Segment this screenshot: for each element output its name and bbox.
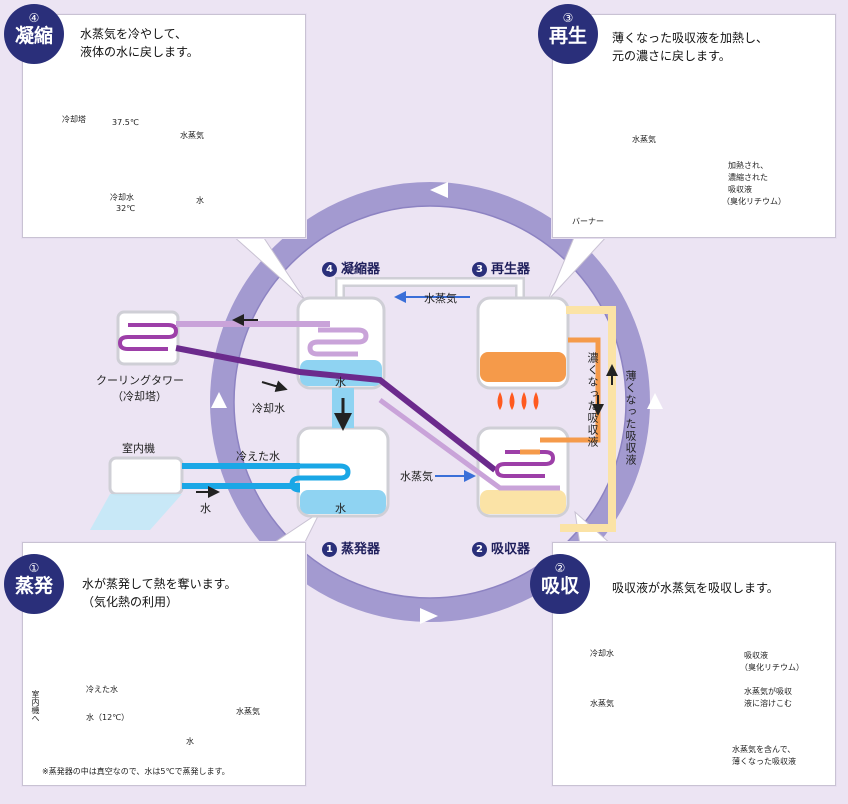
label-to-indoor: 室内機へ: [31, 690, 40, 722]
ring-arrow-right: [647, 393, 663, 409]
label-absorb1: 水蒸気が吸収: [744, 687, 792, 696]
regen-line1: 薄くなった吸収液を加熱し、: [612, 31, 769, 45]
label-weak-liquid: 薄くなった吸収液: [624, 370, 637, 466]
label-evap-water: 水: [186, 737, 194, 746]
label-strong-liquid: 濃くなった吸収液: [586, 352, 599, 448]
label-steam-top: 水蒸気: [424, 292, 457, 305]
label-evap-note: ※蒸発器の中は真空なので、水は5℃で蒸発します。: [42, 767, 230, 776]
absorb-line1: 吸収液が水蒸気を吸収します。: [612, 581, 779, 595]
label-evap-steam: 水蒸気: [236, 707, 260, 716]
label-liquid2: （臭化リチウム）: [740, 663, 804, 672]
label-heated3: 吸収液: [728, 185, 752, 194]
ring-arrow-top: [430, 182, 448, 198]
regen-line2: 元の濃さに戻します。: [612, 49, 731, 63]
label-tower-sub: （冷却塔）: [112, 390, 167, 403]
label-cool-water-center: 冷却水: [252, 402, 285, 415]
callout-regen: [552, 14, 836, 238]
label-heated4: （臭化リチウム）: [722, 197, 786, 206]
label-temp-bottom: 32℃: [116, 204, 136, 213]
label-regen-steam: 水蒸気: [632, 135, 656, 144]
label-steam-mid: 水蒸気: [400, 470, 433, 483]
label-dilute1: 水蒸気を含んで、: [732, 745, 796, 754]
condense-line2: 液体の水に戻します。: [80, 45, 199, 59]
label-absorb-steam: 水蒸気: [590, 699, 614, 708]
label-tower: 冷却塔: [62, 115, 86, 124]
label-water-evap: 水: [335, 502, 346, 515]
label-water: 水: [196, 196, 204, 205]
label-cooled: 冷えた水: [86, 685, 118, 694]
label-absorb-cool: 冷却水: [590, 649, 614, 658]
ring-arrow-left: [211, 392, 227, 408]
evap-line1: 水が蒸発して熱を奪います。: [82, 577, 237, 591]
label-temp-top: 37.5℃: [112, 118, 139, 127]
label-heated1: 加熱され、: [728, 161, 769, 170]
label-water-out: 水: [200, 502, 211, 515]
label-tower-name: クーリングタワー: [96, 374, 184, 387]
label-indoor: 室内機: [122, 442, 155, 455]
indoor-unit: [108, 456, 184, 496]
ring-arrow-bottom: [420, 608, 438, 624]
label-water-cond: 水: [335, 376, 346, 389]
label-cooled-water: 冷えた水: [236, 450, 280, 463]
label-burner: バーナー: [572, 217, 604, 226]
callout-absorb: [552, 542, 836, 786]
evap-line2: （気化熱の利用）: [82, 595, 179, 609]
label-cool-water: 冷却水: [110, 193, 134, 202]
label-liquid1: 吸収液: [744, 651, 768, 660]
label-water12: 水（12℃）: [86, 713, 130, 722]
callout-condense: [22, 14, 306, 238]
label-dilute2: 薄くなった吸収液: [732, 757, 796, 766]
condense-line1: 水蒸気を冷やして、: [80, 27, 188, 41]
label-steam: 水蒸気: [180, 131, 204, 140]
label-heated2: 濃縮された: [728, 173, 768, 182]
label-absorb2: 液に溶けこむ: [744, 699, 792, 708]
callout-evap: [22, 542, 306, 786]
